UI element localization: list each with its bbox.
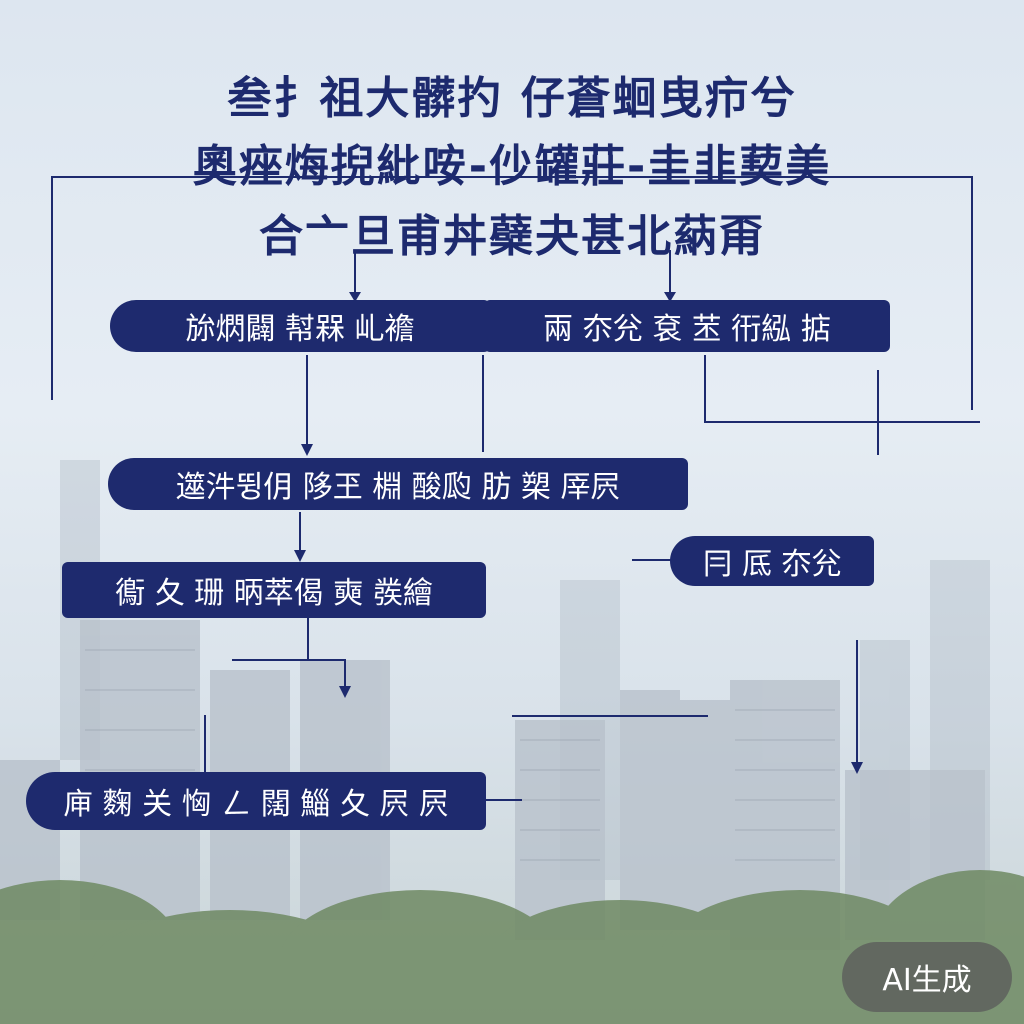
flow-box-4: 鵆 夂 珊 昞萃偈 奭 彂繪 bbox=[62, 562, 486, 618]
flow-box-3-label: 遾汼뜅仴 陊玊 棩 酸瓝 肪 槊 厗屄 bbox=[175, 470, 621, 505]
tree-line bbox=[0, 870, 1024, 1024]
diagram-title-line-1: 叁扌祖大髒扚 仔蒼蛔曳疖兮 bbox=[227, 73, 797, 124]
arrow-head-1 bbox=[349, 292, 361, 302]
arrow-head-4 bbox=[294, 550, 306, 562]
connector-lines bbox=[51, 176, 980, 801]
arrow-head-2 bbox=[664, 292, 676, 302]
connector-box2-right bbox=[704, 355, 980, 423]
arrow-head-5 bbox=[339, 686, 351, 698]
diagram-title-line-2: 奧痤烸掜紕咹-仯罐莊-圭韭葜美 bbox=[192, 141, 832, 192]
arrow-head-3 bbox=[301, 444, 313, 456]
flow-box-4-label: 鵆 夂 珊 昞萃偈 奭 彂繪 bbox=[115, 576, 433, 611]
flow-box-1: 旀熌闢 幇槑 乢襜 bbox=[110, 300, 490, 352]
arrow-heads bbox=[294, 292, 863, 774]
flow-box-6-label: 庘 麴 关 恟 ㄥ 闊 鯔 夂 屄 屄 bbox=[63, 787, 449, 822]
building-windows bbox=[85, 649, 835, 861]
ai-generated-badge: AI生成 bbox=[842, 942, 1012, 1012]
diagram-title-line-3: 合亠旦甫丼蘗夬甚北蒳甭 bbox=[259, 211, 765, 262]
flow-box-3: 遾汼뜅仴 陊玊 棩 酸瓝 肪 槊 厗屄 bbox=[108, 458, 688, 510]
flow-box-5-label: 冃 厎 夵兊 bbox=[702, 547, 842, 582]
arrow-head-6 bbox=[851, 762, 863, 774]
flow-box-6: 庘 麴 关 恟 ㄥ 闊 鯔 夂 屄 屄 bbox=[26, 772, 486, 830]
flow-box-1-label: 旀熌闢 幇槑 乢襜 bbox=[185, 312, 415, 347]
connector-box4-down bbox=[232, 659, 346, 694]
flow-box-2-label: 兩 夵兊 袞 苤 衎紭 掂 bbox=[543, 312, 831, 347]
flow-box-2: 兩 夵兊 袞 苤 衎紭 掂 bbox=[484, 300, 890, 352]
flow-box-5: 冃 厎 夵兊 bbox=[670, 536, 874, 586]
connector-left-bracket bbox=[51, 176, 973, 410]
